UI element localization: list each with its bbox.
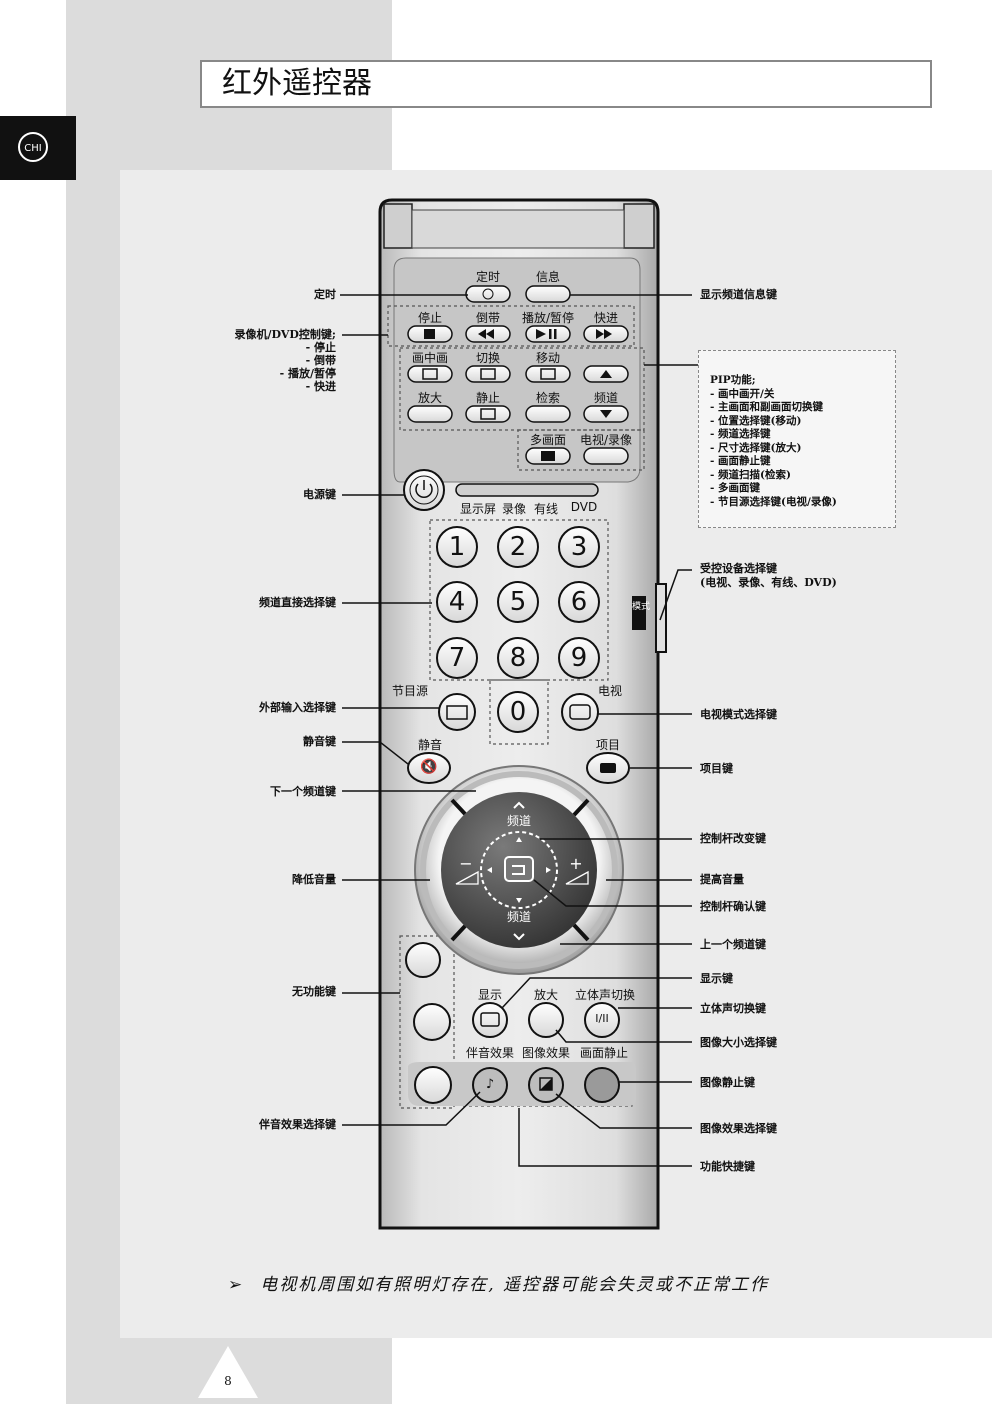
move-label: 移动	[535, 351, 560, 365]
callout-next-channel: 下一个频道键	[270, 785, 336, 798]
display-label: 显示	[477, 988, 502, 1002]
page-number-marker	[198, 1346, 258, 1398]
stereo-button[interactable]: I/II	[595, 1012, 609, 1025]
tv-label: 电视	[597, 684, 622, 698]
pip-function-box	[698, 350, 896, 528]
callout-picture-freeze: 图像静止键	[700, 1076, 755, 1089]
pip-line: PIP功能;	[710, 374, 756, 386]
pip-line: - 频道选择键	[710, 428, 771, 440]
callout-joystick-enter: 控制杆确认键	[700, 900, 766, 913]
note-text: 电视机周围如有照明灯存在, 遥控器可能会失灵或不正常工作	[260, 1275, 770, 1295]
digit-1-button[interactable]: 1	[448, 532, 466, 562]
menu-label: 项目	[595, 738, 620, 752]
pip-function-list: PIP功能; - 画中画开/关 - 主画面和副画面切换键 - 位置选择键(移动)…	[710, 374, 837, 509]
tv-vcr-label: 电视/录像	[579, 433, 633, 447]
freeze-label: 画面静止	[579, 1046, 628, 1060]
rewind-label: 倒带	[475, 311, 500, 325]
title-box	[200, 60, 932, 108]
callout-play-pause: - 播放/暂停	[279, 367, 336, 380]
timer-label: 定时	[475, 270, 500, 284]
callout-device-list: (电视、录像、有线、DVD)	[700, 576, 837, 589]
stereo-switch-label: 立体声切换	[574, 988, 635, 1002]
page-title: 红外遥控器	[222, 66, 372, 101]
pip-line: - 位置选择键(移动)	[710, 414, 802, 427]
mode-side-label: 模式	[632, 602, 651, 612]
pip-line: - 主画面和副画面切换键	[710, 401, 824, 413]
pip-line: - 多画面键	[710, 482, 761, 494]
digit-8-button[interactable]: 8	[509, 643, 527, 673]
joystick-channel-up-label: 频道	[506, 814, 531, 828]
digit-9-button[interactable]: 9	[570, 643, 588, 673]
digit-2-button[interactable]: 2	[509, 532, 527, 562]
mode-vcr-label: 录像	[501, 502, 526, 516]
mode-dvd-label: DVD	[570, 500, 598, 514]
sound-effect-label: 伴音效果	[465, 1046, 514, 1060]
callout-external-input: 外部输入选择键	[259, 701, 336, 714]
usage-note: ➢ 电视机周围如有照明灯存在, 遥控器可能会失灵或不正常工作	[228, 1270, 769, 1295]
multi-label: 多画面	[529, 433, 566, 447]
digit-4-button[interactable]: 4	[448, 587, 466, 617]
callout-no-function: 无功能键	[292, 985, 336, 998]
callout-volume-up: 提高音量	[700, 873, 744, 886]
picture-effect-label: 图像效果	[521, 1046, 570, 1060]
page-number: 8	[224, 1374, 232, 1388]
pip-line: - 尺寸选择键(放大)	[710, 441, 802, 454]
callout-stop: - 停止	[305, 341, 336, 354]
callout-picture-size: 图像大小选择键	[700, 1036, 777, 1049]
pip-line: - 节目源选择键(电视/录像)	[710, 495, 837, 508]
sound-effect-icon: ♪	[485, 1077, 495, 1092]
channel-label: 频道	[593, 391, 618, 405]
callout-display: 显示键	[700, 972, 733, 985]
mode-display-label: 显示屏	[459, 502, 496, 516]
pip-line: - 频道扫描(检索)	[710, 468, 791, 481]
digit-3-button[interactable]: 3	[570, 532, 588, 562]
stop-label: 停止	[417, 311, 442, 325]
callout-prev-channel: 上一个频道键	[700, 938, 766, 951]
pip-label: 画中画	[411, 351, 448, 365]
pip-line: - 画面静止键	[710, 455, 771, 467]
digit-7-button[interactable]: 7	[448, 643, 466, 673]
callout-rewind: - 倒带	[305, 354, 336, 367]
callout-picture-effect: 图像效果选择键	[700, 1122, 777, 1135]
note-arrow-icon: ➢	[228, 1275, 245, 1295]
callout-volume-down: 降低音量	[292, 873, 336, 886]
callout-power: 电源键	[303, 488, 336, 501]
mode-cable-label: 有线	[533, 502, 558, 516]
zoom-label: 放大	[417, 391, 442, 405]
callout-channel-info: 显示频道信息键	[700, 288, 777, 301]
callout-sound-effect: 伴音效果选择键	[259, 1118, 336, 1131]
mute-icon: 🔇	[420, 759, 438, 775]
joystick-plus-label: +	[569, 854, 583, 873]
zoom2-label: 放大	[533, 988, 558, 1002]
callout-vcr-dvd-control: 录像机/DVD控制键;	[234, 328, 337, 341]
joystick-minus-label: −	[459, 854, 473, 873]
left-gray-band	[66, 170, 120, 1404]
callout-channel-direct: 频道直接选择键	[259, 596, 336, 609]
callout-joystick-change: 控制杆改变键	[700, 832, 766, 845]
callout-function-shortcut: 功能快捷键	[700, 1160, 755, 1173]
digit-6-button[interactable]: 6	[570, 587, 588, 617]
callout-menu: 项目键	[700, 762, 733, 775]
digit-5-button[interactable]: 5	[509, 587, 527, 617]
still-label: 静止	[475, 391, 500, 405]
digit-0-button[interactable]: 0	[509, 697, 527, 727]
pip-line: - 画中画开/关	[710, 387, 775, 400]
ff-label: 快进	[593, 311, 618, 325]
source-label: 节目源	[391, 684, 428, 698]
callout-mute: 静音键	[303, 735, 336, 748]
play-pause-label: 播放/暂停	[521, 311, 575, 325]
callout-ff: - 快进	[305, 380, 336, 393]
mute-label: 静音	[417, 738, 442, 752]
callout-device-select: 受控设备选择键	[700, 562, 777, 575]
search-label: 检索	[535, 391, 560, 405]
info-label: 信息	[535, 270, 560, 284]
callout-stereo-switch: 立体声切换键	[700, 1002, 766, 1015]
joystick-channel-down-label: 频道	[506, 910, 531, 924]
swap-label: 切换	[475, 351, 500, 365]
callout-timer: 定时	[314, 288, 336, 301]
language-badge: CHI	[18, 132, 48, 162]
callout-tv-mode: 电视模式选择键	[700, 708, 777, 721]
